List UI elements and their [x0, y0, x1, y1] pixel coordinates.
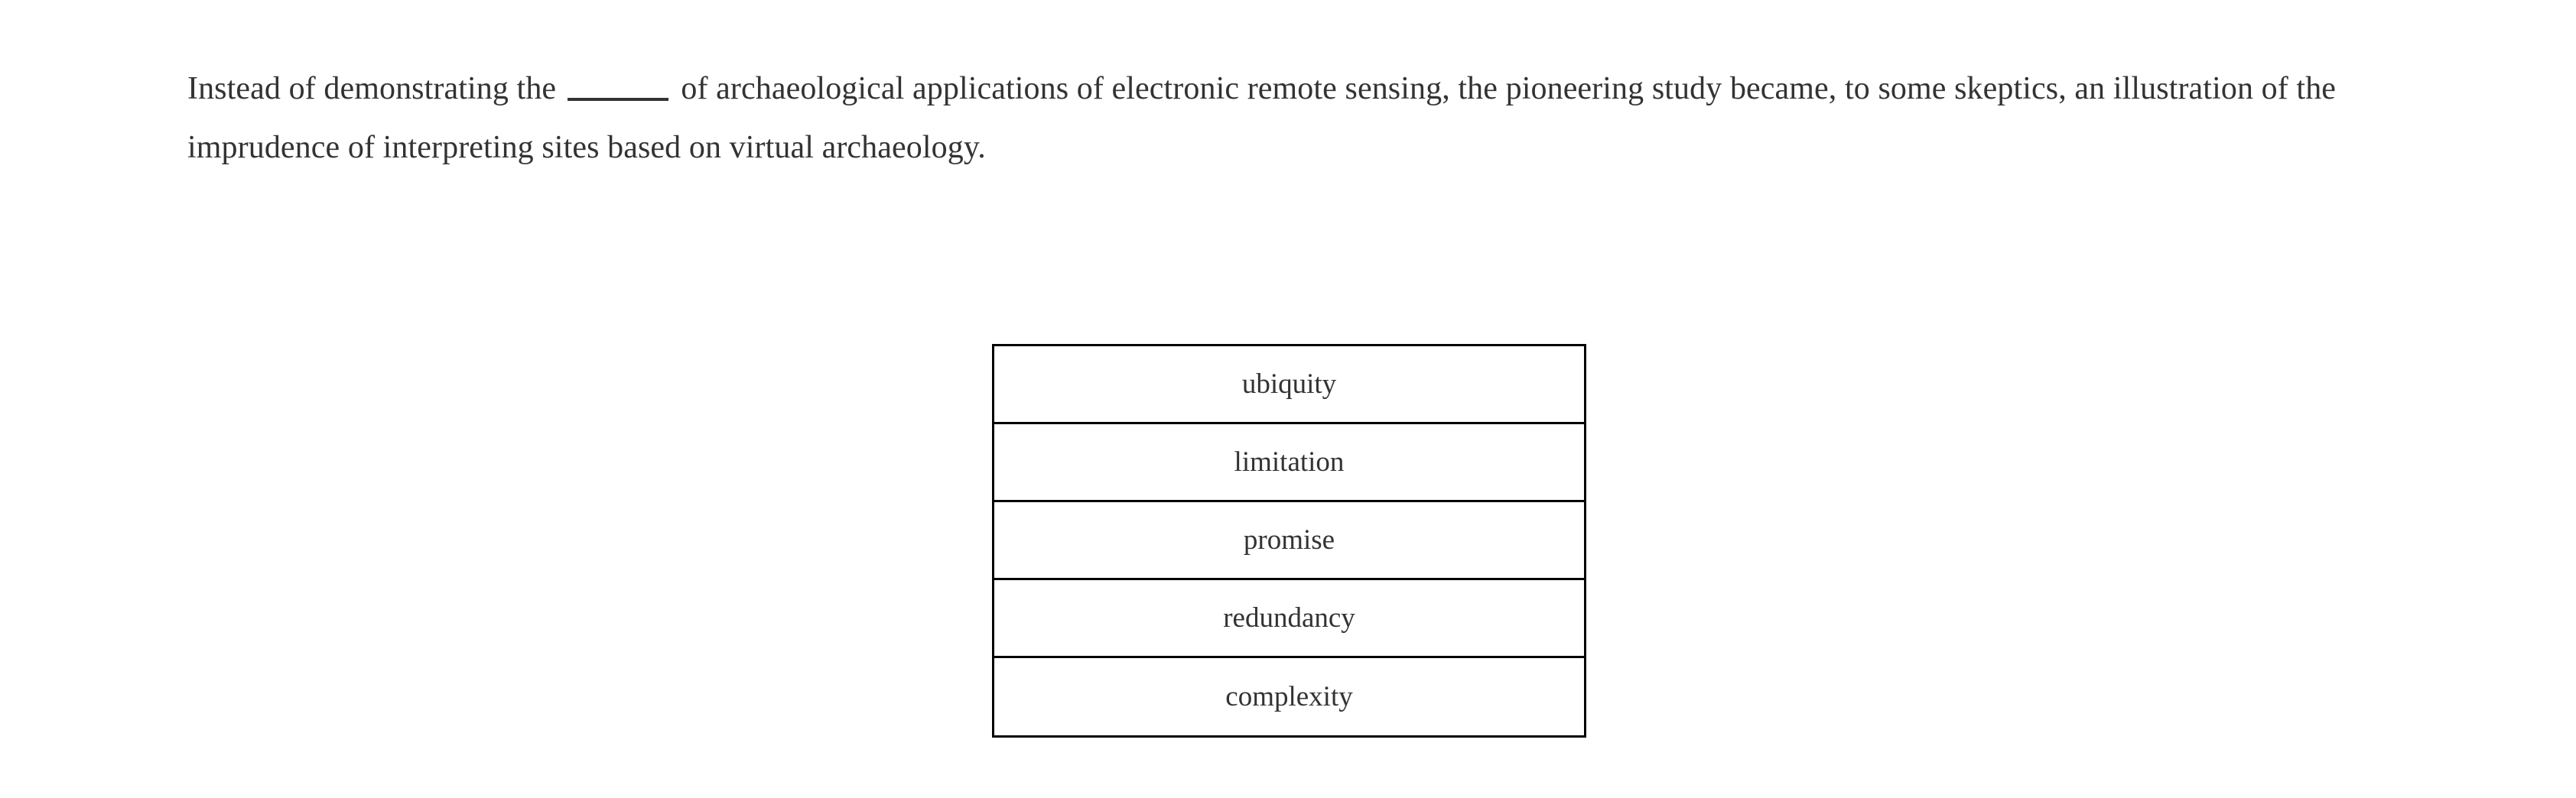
answer-choice-label: ubiquity	[1241, 368, 1337, 400]
answer-choice-complexity[interactable]: complexity	[994, 658, 1584, 735]
question-text-after-blank: of archaeological applications of electr…	[187, 71, 2344, 165]
answer-choice-limitation[interactable]: limitation	[994, 424, 1584, 502]
answer-choice-label: complexity	[1225, 681, 1353, 712]
question-stem: Instead of demonstrating the of archaeol…	[187, 60, 2405, 177]
answer-choices-box: ubiquity limitation promise redundancy c…	[992, 344, 1586, 738]
answer-choice-label: limitation	[1234, 446, 1345, 478]
answer-choice-redundancy[interactable]: redundancy	[994, 580, 1584, 658]
question-text-before-blank: Instead of demonstrating the	[187, 71, 564, 106]
answer-choice-ubiquity[interactable]: ubiquity	[994, 346, 1584, 424]
answer-choice-promise[interactable]: promise	[994, 502, 1584, 580]
answer-choice-label: promise	[1243, 524, 1335, 556]
answer-blank	[567, 69, 668, 102]
answer-choice-label: redundancy	[1223, 602, 1355, 634]
